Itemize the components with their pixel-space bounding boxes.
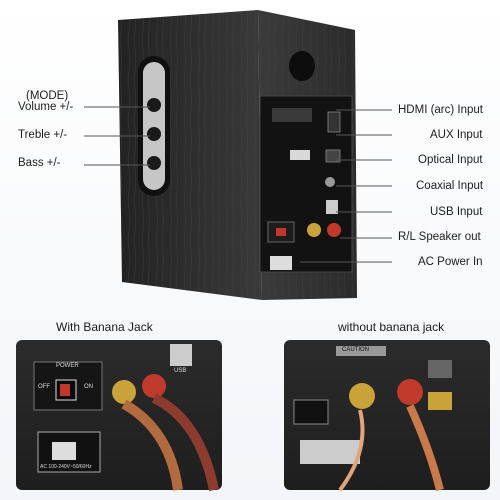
right-label-aux: AUX Input [430, 129, 483, 141]
panel-off-text: OFF [38, 384, 50, 390]
bass-knob [147, 156, 161, 170]
right-label-hdmi: HDMI (arc) Input [398, 104, 483, 116]
bass-label: Bass +/- [18, 157, 61, 169]
panel-caution-text: CAUTION [342, 347, 369, 353]
power-switch-icon [60, 384, 70, 396]
caption-with-banana: With Banana Jack [56, 320, 153, 334]
treble-label: Treble +/- [18, 129, 68, 141]
zoom-without-banana [284, 340, 490, 492]
panel-power-text: POWER [56, 363, 79, 369]
bass-port [289, 51, 315, 81]
right-label-usb: USB Input [430, 206, 483, 218]
mode-label: (MODE) [26, 90, 69, 102]
treble-knob [147, 127, 161, 141]
panel-on-text: ON [84, 384, 93, 390]
right-label-ac-power: AC Power In [418, 256, 483, 268]
volume-label: Volume +/- [18, 101, 74, 113]
right-label-coaxial: Coaxial Input [416, 180, 484, 192]
speaker-cabinet [118, 10, 357, 300]
red-terminal [142, 374, 166, 398]
callout-lines [84, 106, 392, 263]
right-label-optical: Optical Input [418, 154, 483, 166]
volume-knob [147, 98, 161, 112]
panel-ac-rating-text: AC 100-240V~50/60Hz [40, 464, 92, 470]
caption-without-banana: without banana jack [338, 320, 445, 334]
panel-usb-text: USB [174, 368, 187, 374]
right-label-speaker-out: R/L Speaker out [398, 231, 481, 243]
zoom-with-banana [16, 340, 222, 491]
gold-terminal [112, 380, 136, 404]
